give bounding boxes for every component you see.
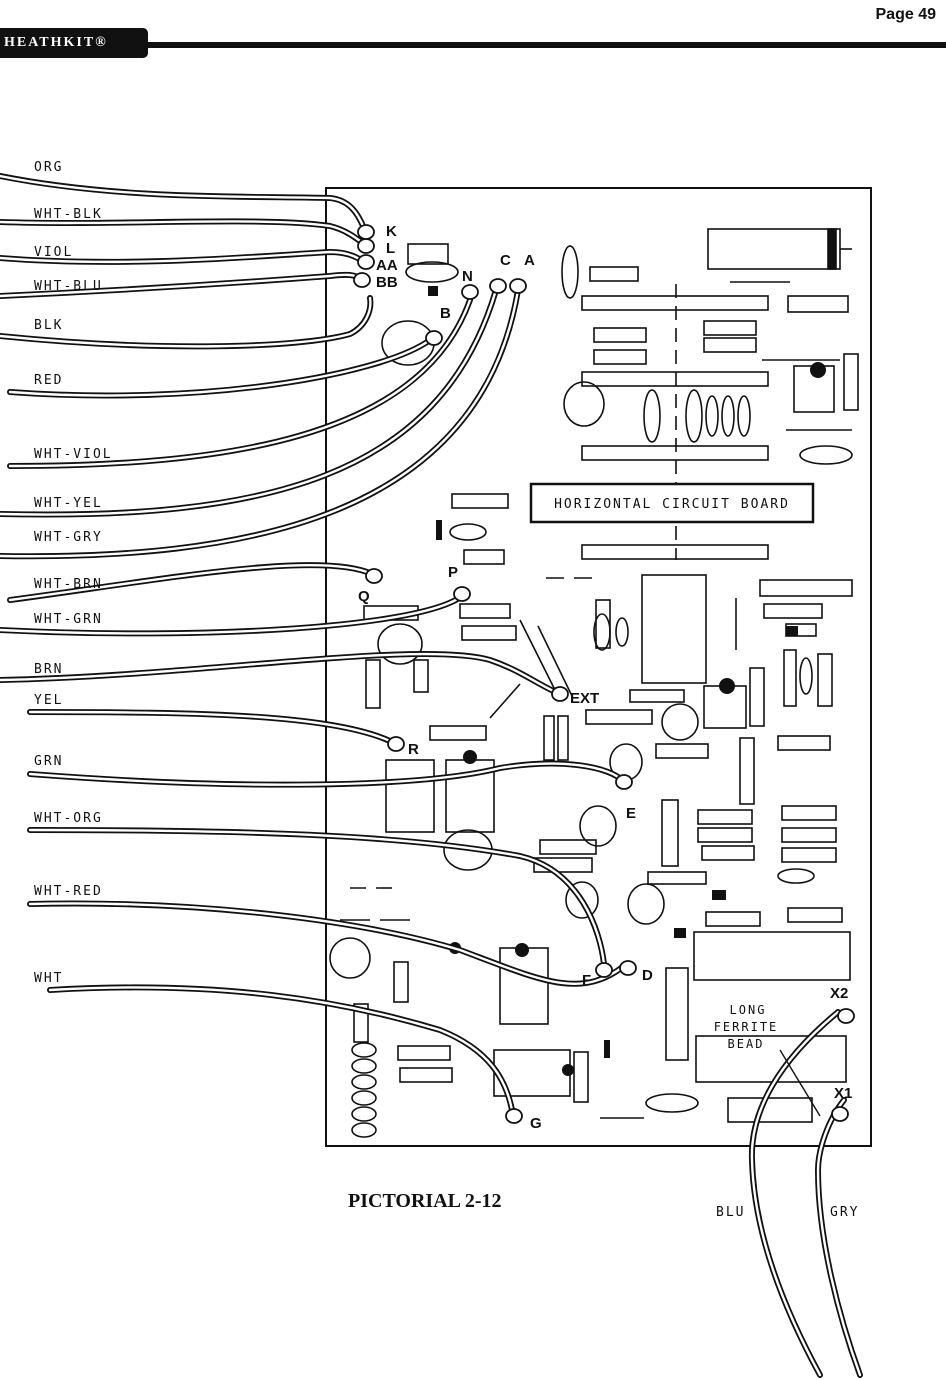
wire-label-viol: VIOL xyxy=(34,245,73,260)
terminal-lug-13 xyxy=(596,963,612,977)
terminal-lug-3 xyxy=(354,273,370,287)
point-label-p: P xyxy=(448,564,458,581)
terminal-lug-12 xyxy=(616,775,632,789)
terminal-lug-5 xyxy=(490,279,506,293)
terminal-lug-2 xyxy=(358,255,374,269)
terminal-lug-0 xyxy=(358,225,374,239)
wire-brn xyxy=(0,654,560,694)
wire-wht-org-outline xyxy=(30,830,604,964)
terminal-lug-16 xyxy=(838,1009,854,1023)
point-label-r: R xyxy=(408,741,419,758)
terminal-lug-8 xyxy=(366,569,382,583)
terminal-lug-17 xyxy=(832,1107,848,1121)
point-label-a: A xyxy=(524,252,535,269)
wire-label-wht-red: WHT-RED xyxy=(34,884,103,899)
point-label-c: C xyxy=(500,252,511,269)
terminal-lug-14 xyxy=(620,961,636,975)
wire-yel xyxy=(30,712,396,744)
wire-wht-viol xyxy=(10,300,470,466)
wire-label-org: ORG xyxy=(34,160,63,175)
wire-gry-bottom xyxy=(818,1100,860,1375)
wire-label-wht-blu: WHT-BLU xyxy=(34,279,103,294)
wire-wht-core xyxy=(50,987,512,1110)
bead-label-line1: LONG xyxy=(730,1003,767,1017)
terminal-lug-7 xyxy=(426,331,442,345)
wire-label-wht-org: WHT-ORG xyxy=(34,811,103,826)
wire-label-blk: BLK xyxy=(34,318,63,333)
ferrite-bead-label: LONG FERRITE BEAD xyxy=(714,1003,779,1051)
terminal-lug-10 xyxy=(552,687,568,701)
terminal-lug-11 xyxy=(388,737,404,751)
bottom-wire-label-blu: BLU xyxy=(716,1205,745,1220)
wire-blu-bottom xyxy=(752,1012,838,1375)
wire-wht-org xyxy=(30,830,604,964)
terminal-lug-6 xyxy=(510,279,526,293)
terminal-lug-9 xyxy=(454,587,470,601)
bottom-wire-label-gry: GRY xyxy=(830,1205,859,1220)
wire-wht-outline xyxy=(50,987,512,1110)
wire-label-wht-yel: WHT-YEL xyxy=(34,496,103,511)
wire-label-wht: WHT xyxy=(34,971,63,986)
terminal-lug-15 xyxy=(506,1109,522,1123)
wire-label-wht-grn: WHT-GRN xyxy=(34,612,103,627)
point-label-f: F xyxy=(582,972,591,989)
point-label-bb: BB xyxy=(376,274,398,291)
wire-wht-viol-core xyxy=(10,300,470,466)
wire-wht-viol-outline xyxy=(10,300,470,466)
point-label-q: Q xyxy=(358,588,370,605)
point-label-n: N xyxy=(462,268,473,285)
point-label-e: E xyxy=(626,805,636,822)
point-label-x1: X1 xyxy=(834,1085,852,1102)
terminal-lug-4 xyxy=(462,285,478,299)
wire-wht-org-core xyxy=(30,830,604,964)
wire-labels: ORG WHT-BLK VIOL WHT-BLU BLK RED WHT-VIO… xyxy=(34,160,113,986)
point-label-d: D xyxy=(642,967,653,984)
wire-brn-outline xyxy=(0,654,560,694)
board-components xyxy=(330,229,858,1137)
wire-label-yel: YEL xyxy=(34,693,63,708)
bead-label-line2: FERRITE xyxy=(714,1020,779,1034)
wire-label-wht-brn: WHT-BRN xyxy=(34,577,103,592)
wire-wht xyxy=(50,987,512,1110)
wire-label-wht-blk: WHT-BLK xyxy=(34,207,103,222)
wire-label-brn: BRN xyxy=(34,662,63,677)
wire-label-wht-gry: WHT-GRY xyxy=(34,530,103,545)
wire-label-grn: GRN xyxy=(34,754,63,769)
point-label-aa: AA xyxy=(376,257,398,274)
board-label: HORIZONTAL CIRCUIT BOARD xyxy=(554,497,790,512)
bead-label-line3: BEAD xyxy=(728,1037,765,1051)
point-label-k: K xyxy=(386,223,397,240)
wire-blu-bottom-outline xyxy=(752,1012,838,1375)
wire-label-red: RED xyxy=(34,373,63,388)
point-label-g: G xyxy=(530,1115,542,1132)
wire-wht-blk xyxy=(0,221,364,244)
ferrite-bead-pointer xyxy=(780,1050,820,1116)
wire-label-wht-viol: WHT-VIOL xyxy=(34,447,113,462)
terminal-lug-1 xyxy=(358,239,374,253)
point-label-ext: EXT xyxy=(570,690,599,707)
point-label-b: B xyxy=(440,305,451,322)
point-label-l: L xyxy=(386,240,395,257)
pictorial-caption: PICTORIAL 2-12 xyxy=(348,1190,502,1213)
point-label-x2: X2 xyxy=(830,985,848,1002)
